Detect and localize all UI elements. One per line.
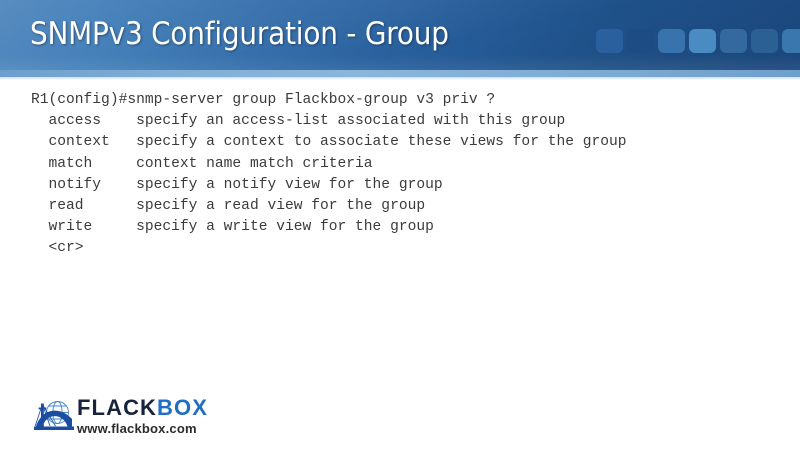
flackbox-logo: FLACKBOX www.flackbox.com [33, 394, 208, 438]
header-square-4 [689, 29, 716, 53]
page-title: SNMPv3 Configuration - Group [30, 16, 449, 52]
flackbox-bridge-icon [34, 401, 74, 430]
slide-header: SNMPv3 Configuration - Group [0, 0, 800, 70]
logo-word-secondary: BOX [157, 394, 209, 420]
console-line: match context name match criteria [31, 155, 373, 172]
header-square-3 [658, 29, 685, 53]
console-line: <cr> [31, 240, 84, 257]
console-output: R1(config)#snmp-server group Flackbox-gr… [31, 90, 771, 260]
header-square-5 [720, 29, 747, 53]
header-square-7 [782, 29, 800, 53]
logo-wordmark: FLACKBOX [77, 396, 208, 419]
console-line: notify specify a notify view for the gro… [31, 176, 443, 193]
header-square-6 [751, 29, 778, 53]
logo-text-block: FLACKBOX www.flackbox.com [77, 396, 208, 437]
logo-word-primary: FLACK [77, 394, 158, 420]
console-line: context specify a context to associate t… [31, 134, 627, 151]
header-square-1 [596, 29, 623, 53]
console-line: write specify a write view for the group [31, 219, 434, 236]
header-square-2 [627, 29, 654, 53]
header-decorative-squares [596, 29, 800, 53]
header-underline-band [0, 70, 800, 77]
logo-url: www.flackbox.com [77, 420, 197, 436]
console-line: access specify an access-list associated… [31, 113, 566, 130]
console-line: read specify a read view for the group [31, 198, 426, 215]
header-glow-overlay [0, 54, 800, 70]
header-underline-fade [0, 77, 800, 80]
console-line: R1(config)#snmp-server group Flackbox-gr… [31, 92, 496, 108]
